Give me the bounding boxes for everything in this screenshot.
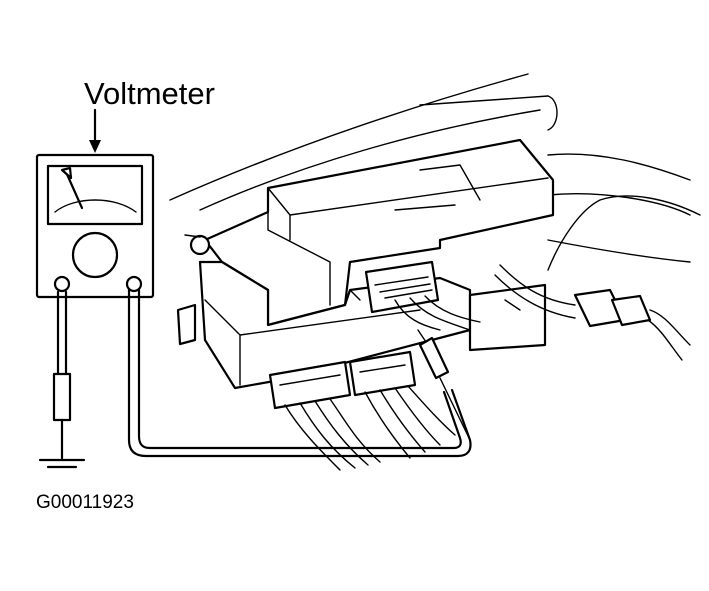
control-module-icon xyxy=(176,138,555,390)
voltmeter-icon xyxy=(35,153,155,299)
lower-connectors xyxy=(268,350,456,471)
dashboard-outline xyxy=(169,73,701,271)
side-harness-connector xyxy=(494,264,691,361)
ground-symbol-icon xyxy=(38,458,86,469)
voltmeter-callout-label: Voltmeter xyxy=(84,76,215,111)
test-probe xyxy=(417,329,471,441)
ground-lead xyxy=(52,290,72,460)
figure-id: G00011923 xyxy=(36,492,134,513)
wire-connector-icon xyxy=(364,260,481,331)
positive-test-lead xyxy=(127,288,472,458)
callout-arrow-icon xyxy=(89,108,101,153)
